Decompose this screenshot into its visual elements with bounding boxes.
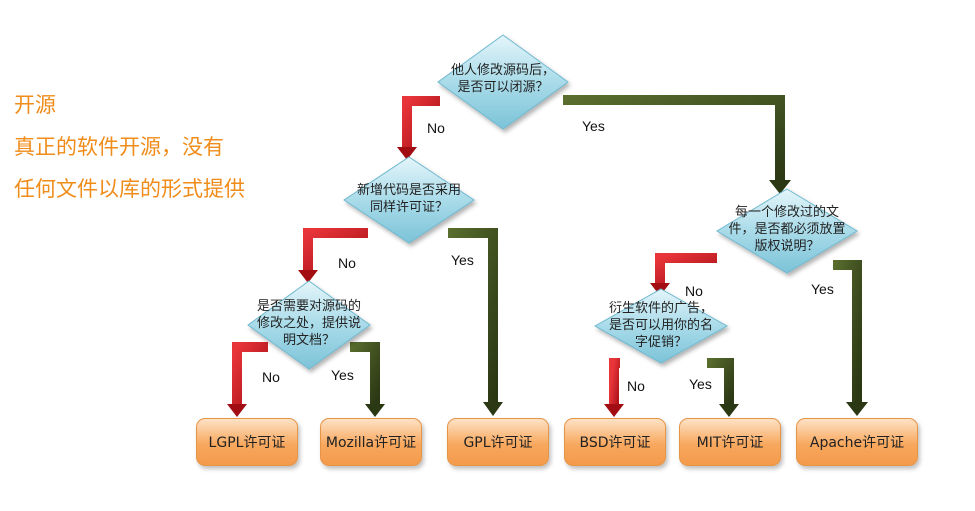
yes-arrow-d4-apache [833, 260, 868, 416]
license-lgpl: LGPL许可证 [196, 418, 298, 466]
no-arrow-d2-d3 [298, 228, 368, 283]
label-yes-d5: Yes [689, 376, 712, 392]
label-no-d2: No [338, 255, 356, 271]
no-arrow-d5-bsd [604, 358, 624, 417]
label-yes-d2: Yes [451, 252, 474, 268]
decision-diamond-1 [437, 34, 569, 130]
decision-5-text: 衍生软件的广告， 是否可以用你的名 字促销？ [591, 300, 731, 351]
decision-2-text: 新增代码是否采用 同样许可证？ [339, 182, 479, 216]
decision-5-line-3: 字促销？ [634, 335, 687, 350]
decision-1-line-2: 是否可以闭源？ [457, 80, 549, 95]
decision-3-text: 是否需要对源码的 修改之处，提供说 明文档？ [239, 298, 379, 349]
decision-2-line-2: 同样许可证？ [369, 200, 448, 215]
heading-line-2: 真正的软件开源，没有 [14, 135, 224, 159]
decision-3-line-3: 明文档？ [282, 333, 335, 348]
no-arrow-d3-lgpl [227, 342, 268, 417]
label-yes-d3: Yes [331, 367, 354, 383]
decision-3-line-2: 修改之处，提供说 [256, 316, 361, 331]
decision-diamond-2 [343, 156, 475, 244]
label-yes-d1: Yes [582, 118, 605, 134]
decision-diamond-3 [247, 280, 371, 370]
no-arrow-d1-d2 [397, 96, 440, 160]
license-mit: MIT许可证 [679, 418, 781, 466]
license-mozilla: Mozilla许可证 [320, 418, 422, 466]
decision-5-line-1: 衍生软件的广告， [608, 301, 713, 316]
label-no-d4: No [685, 283, 703, 299]
decision-diamond-5 [593, 288, 729, 364]
decision-1-text: 他人修改源码后， 是否可以闭源？ [433, 62, 573, 96]
decision-4-line-3: 版权说明？ [754, 239, 820, 254]
heading-open-source: 开源 [14, 93, 56, 117]
heading-line-3: 任何文件以库的形式提供 [14, 177, 245, 201]
decision-4-line-2: 件，是否都必须放置 [728, 222, 846, 237]
label-no-d1: No [427, 120, 445, 136]
decision-4-text: 每一个修改过的文 件，是否都必须放置 版权说明？ [707, 204, 867, 255]
yes-arrow-d1-d4 [563, 95, 791, 194]
license-apache: Apache许可证 [796, 418, 918, 466]
label-no-d5: No [627, 378, 645, 394]
yes-arrow-d5-mit [707, 358, 739, 417]
label-no-d3: No [262, 369, 280, 385]
decision-1-line-1: 他人修改源码后， [450, 63, 555, 78]
decision-diamond-4 [716, 188, 858, 274]
label-yes-d4: Yes [811, 281, 834, 297]
license-gpl: GPL许可证 [447, 418, 549, 466]
decision-3-line-1: 是否需要对源码的 [256, 299, 361, 314]
decision-2-line-1: 新增代码是否采用 [356, 183, 461, 198]
decision-5-line-2: 是否可以用你的名 [608, 318, 713, 333]
yes-arrow-d3-mozilla [350, 342, 385, 417]
license-bsd: BSD许可证 [564, 418, 666, 466]
decision-4-line-1: 每一个修改过的文 [734, 205, 839, 220]
yes-arrow-d2-gpl [448, 228, 503, 416]
